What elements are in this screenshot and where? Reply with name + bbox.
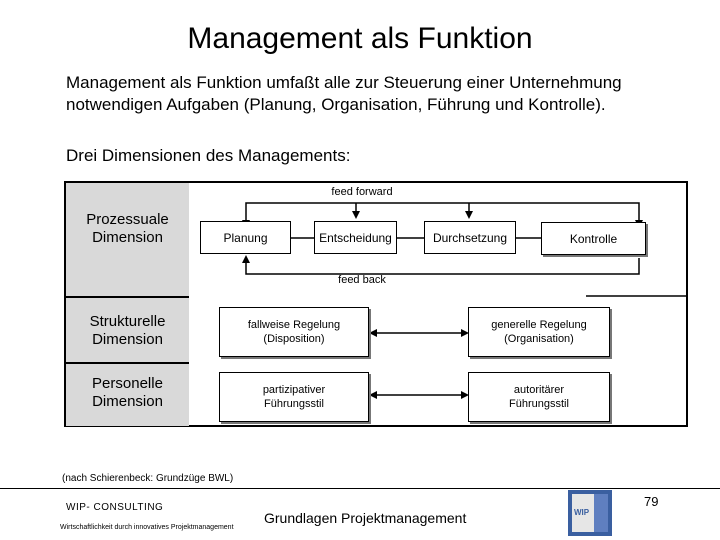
footer-tagline: Wirtschaftlichkeit durch innovatives Pro… <box>60 524 234 531</box>
source-note: (nach Schierenbeck: Grundzüge BWL) <box>62 473 234 484</box>
feed-back-label: feed back <box>338 274 386 286</box>
feed-forward-label: feed forward <box>331 186 393 198</box>
subheading: Drei Dimensionen des Managements: <box>66 146 351 165</box>
box-partizipativer-fuehrungsstil: partizipativer Führungsstil <box>219 372 369 422</box>
arrow-down-entscheidung <box>352 211 360 219</box>
feed-back-line <box>245 258 640 275</box>
footer-divider <box>0 488 720 489</box>
diagram-frame <box>64 181 688 427</box>
step-planung: Planung <box>200 221 291 254</box>
box-generelle-regelung: generelle Regelung (Organisation) <box>468 307 610 357</box>
intro-line-2: notwendigen Aufgaben (Planung, Organisat… <box>66 95 606 114</box>
footer-course: Grundlagen Projektmanagement <box>264 510 467 526</box>
step-durchsetzung: Durchsetzung <box>424 221 516 254</box>
structural-dimension-label: Strukturelle Dimension <box>89 313 166 348</box>
personal-double-arrow <box>369 391 469 399</box>
box-fallweise-regelung: fallweise Regelung (Disposition) <box>219 307 369 357</box>
intro-line-1: Management als Funktion umfaßt alle zur … <box>66 73 622 92</box>
slide-title: Management als Funktion <box>187 22 533 55</box>
personal-dimension-label: Personelle Dimension <box>92 375 163 410</box>
process-dimension-label: Prozessuale Dimension <box>86 211 169 246</box>
footer-org: WIP- CONSULTING <box>66 502 164 513</box>
structural-double-arrow <box>369 329 469 337</box>
dimension-column <box>66 183 189 426</box>
page-number: 79 <box>644 494 659 509</box>
dimension-separator-2 <box>66 362 189 364</box>
step-kontrolle: Kontrolle <box>541 222 646 255</box>
intro-text: Management als Funktion umfaßt alle zur … <box>66 72 706 116</box>
wip-logo: WIP <box>568 490 612 536</box>
box-autoritaerer-fuehrungsstil: autoritärer Führungsstil <box>468 372 610 422</box>
arrow-down-durchsetzung <box>465 211 473 219</box>
dimension-separator-1 <box>66 296 189 298</box>
arrow-up-planung <box>242 255 250 263</box>
feed-forward-line <box>245 202 640 225</box>
step-entscheidung: Entscheidung <box>314 221 397 254</box>
